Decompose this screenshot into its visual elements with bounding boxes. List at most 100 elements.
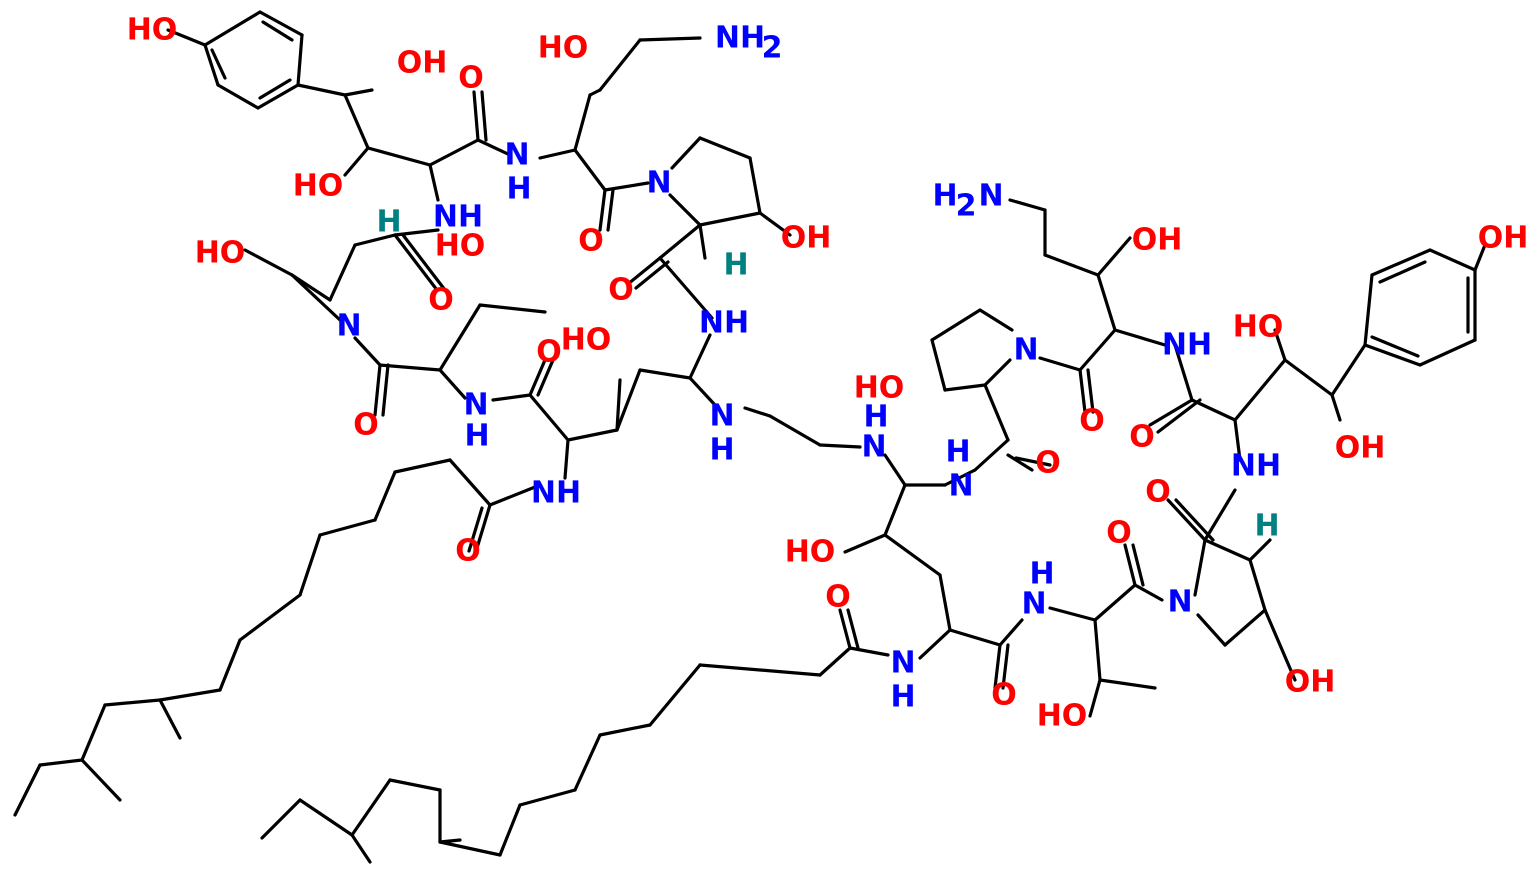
- bond-4: [256, 83, 300, 110]
- bond-0: [166, 28, 207, 47]
- bond-167: [1418, 338, 1477, 367]
- bond-144: [1078, 368, 1087, 414]
- atom-label-l31: H: [863, 400, 888, 435]
- atom-label-l19: O: [608, 273, 634, 308]
- atom-label-l18: O: [428, 283, 454, 318]
- bond-125: [1248, 558, 1267, 612]
- atom-label-l51: O: [1106, 516, 1132, 551]
- atom-label-l24: O: [353, 408, 379, 443]
- bond-164: [1370, 248, 1432, 277]
- bond-34: [758, 211, 792, 237]
- bond-3: [296, 33, 304, 87]
- bond-95: [1001, 643, 1010, 690]
- bond-160: [1283, 358, 1334, 397]
- atom-label-l50: H: [1254, 509, 1279, 544]
- bond-126: [1203, 538, 1252, 562]
- bond-111: [298, 798, 354, 837]
- bond-26: [598, 188, 607, 232]
- atom-label-l09: HO: [293, 169, 344, 204]
- bond-47: [401, 233, 447, 292]
- bond-141: [978, 308, 1014, 332]
- bond-120: [1133, 583, 1164, 602]
- bond-104: [573, 733, 602, 792]
- bond-154: [1148, 398, 1194, 427]
- bond-12: [343, 93, 370, 150]
- bond-105: [518, 788, 577, 807]
- bond-99: [846, 608, 860, 650]
- atom-label-l34: N: [948, 469, 973, 504]
- bond-106: [498, 803, 522, 857]
- bond-138: [943, 383, 987, 392]
- bond-114: [438, 838, 462, 844]
- atom-label-l58: H: [890, 680, 915, 715]
- bond-37: [626, 256, 662, 286]
- bond-85: [13, 763, 42, 817]
- bond-163: [1363, 273, 1374, 347]
- atom-label-l01: HO: [127, 13, 178, 48]
- atom-label-l38: N: [978, 179, 1003, 214]
- bond-147: [1113, 328, 1167, 347]
- bond-20: [538, 148, 577, 160]
- bond-92: [918, 628, 952, 660]
- bond-1: [203, 10, 262, 47]
- atom-label-l07: N: [504, 138, 529, 173]
- bond-60: [615, 368, 642, 432]
- atom-label-l10: N: [646, 166, 671, 201]
- atom-label-l40: NH: [1162, 328, 1212, 363]
- atom-label-l11: NH: [433, 200, 483, 235]
- atom-label-l41: N: [1013, 333, 1038, 368]
- bond-142: [983, 358, 1012, 387]
- bond-115: [1048, 606, 1097, 622]
- atom-label-l03: O: [458, 61, 484, 96]
- bond-66: [768, 414, 822, 447]
- bond-131: [1174, 498, 1215, 542]
- atom-label-l17: H: [723, 248, 748, 283]
- atom-label-l45: O: [1129, 420, 1155, 455]
- bond-18: [476, 138, 512, 157]
- bond-134: [973, 438, 1010, 472]
- bond-153: [1173, 343, 1194, 402]
- bond-67: [818, 443, 862, 449]
- bond-24: [638, 36, 702, 42]
- bond-118: [1123, 543, 1137, 587]
- bond-62: [638, 368, 692, 380]
- atom-label-l28: H: [709, 433, 734, 468]
- bond-5: [216, 83, 260, 110]
- atom-label-l57: N: [890, 646, 915, 681]
- atom-label-l43: O: [1079, 404, 1105, 439]
- atom-label-l36: H: [932, 179, 957, 214]
- atom-label-l27: N: [709, 399, 734, 434]
- atom-label-l60: OH: [1285, 665, 1336, 700]
- bond-23: [598, 38, 642, 92]
- bond-56: [528, 358, 547, 397]
- bond-162: [1330, 343, 1367, 397]
- atom-label-l26: H: [464, 419, 489, 454]
- atom-label-l16: OH: [781, 221, 832, 256]
- bond-128: [1248, 538, 1272, 562]
- bond-171: [1370, 335, 1420, 358]
- bond-90: [883, 533, 942, 577]
- atom-label-l42: HO: [854, 371, 905, 406]
- atom-label-l21: NH: [699, 306, 749, 341]
- bond-59: [566, 428, 619, 442]
- bond-119: [1131, 543, 1145, 587]
- atom-label-l32: N: [861, 430, 886, 465]
- atom-label-l49: O: [1145, 475, 1171, 510]
- bond-42: [328, 243, 357, 302]
- bond-127: [1193, 538, 1207, 597]
- bond-61: [615, 378, 622, 432]
- atom-label-l33: H: [945, 435, 970, 470]
- bond-50: [381, 363, 390, 417]
- bond-41: [353, 233, 397, 247]
- bond-89: [843, 533, 887, 554]
- bond-13: [343, 146, 370, 177]
- bond-82: [80, 703, 107, 762]
- atom-label-l08: H: [506, 172, 531, 207]
- bond-52: [438, 303, 482, 372]
- bond-150: [1043, 253, 1100, 277]
- bond-57: [536, 358, 555, 397]
- bond-129: [1263, 608, 1297, 682]
- bond-110: [350, 778, 392, 837]
- bond-25: [573, 148, 607, 192]
